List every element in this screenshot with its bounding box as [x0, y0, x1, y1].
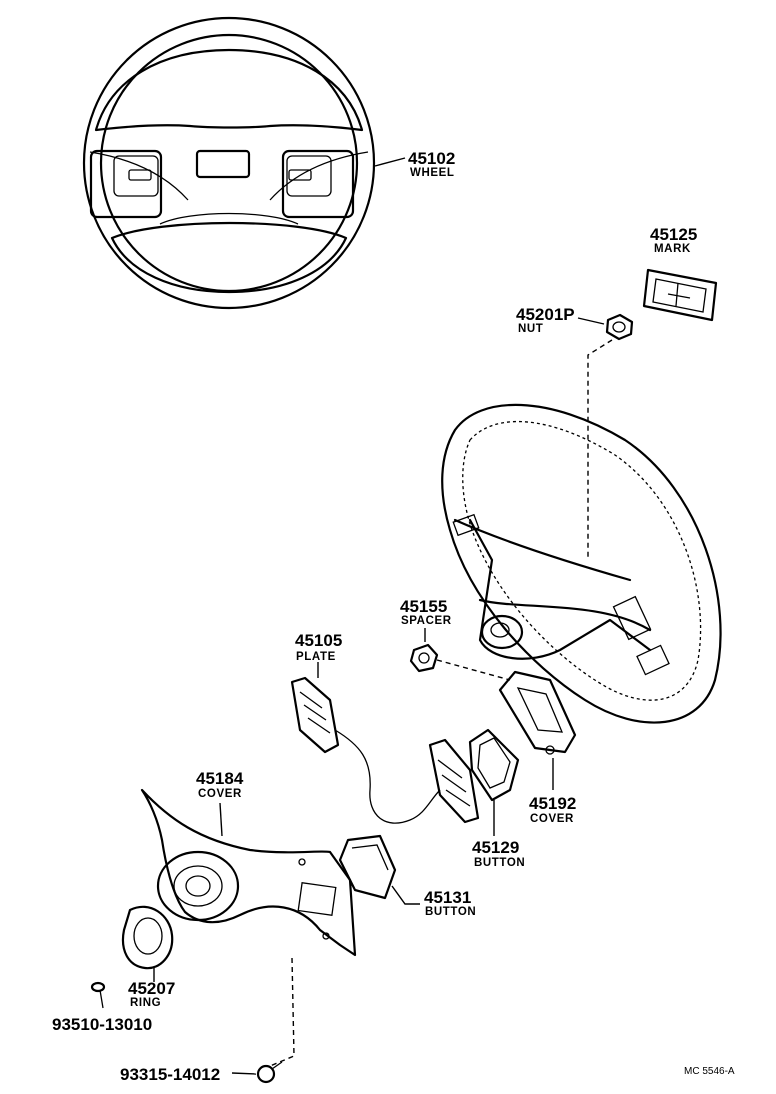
button-lower-drawing [338, 834, 397, 900]
button-upper-drawing [468, 728, 520, 802]
mark-number: 45125 [650, 225, 697, 244]
mark-drawing [642, 268, 718, 322]
nut-number: 45201P [516, 305, 575, 324]
leader-screw-large [231, 1072, 257, 1075]
ring-drawing [121, 905, 174, 970]
plate-name: PLATE [296, 651, 336, 663]
ring-name: RING [130, 997, 161, 1009]
leader-cover-large [219, 802, 223, 837]
cover-large-number: 45184 [196, 769, 244, 788]
ring-number: 45207 [128, 979, 175, 998]
button-lower-number: 45131 [424, 888, 471, 907]
cover-large-drawing [140, 788, 357, 957]
cover-small-drawing [498, 670, 577, 755]
spacer-drawing [409, 643, 439, 673]
spacer-name: SPACER [401, 615, 452, 627]
diagram-code: MC 5546-A [684, 1066, 735, 1077]
mark-name: MARK [654, 243, 691, 255]
nut-alignment-line [587, 339, 613, 560]
screw-small-drawing [90, 981, 106, 1009]
leader-wheel [374, 157, 406, 167]
plate-drawing [290, 676, 480, 824]
nut-name: NUT [518, 323, 543, 335]
screw-large-number: 93315-14012 [120, 1065, 220, 1084]
screw-large-drawing [256, 1061, 283, 1084]
wheel-number: 45102 [408, 149, 455, 168]
wheel-front-drawing [82, 16, 376, 310]
screw-large-alignment-line [269, 957, 295, 1067]
button-upper-number: 45129 [472, 838, 519, 857]
button-lower-name: BUTTON [425, 906, 476, 918]
leader-button-lower [391, 885, 420, 905]
screw-small-number: 93510-13010 [52, 1015, 152, 1034]
cover-small-number: 45192 [529, 794, 576, 813]
wheel-name: WHEEL [410, 167, 455, 179]
cover-large-name: COVER [198, 788, 242, 800]
nut-drawing [605, 313, 634, 341]
spacer-alignment-line [436, 659, 511, 681]
leader-nut [577, 317, 605, 325]
button-upper-name: BUTTON [474, 857, 525, 869]
wheel-perspective-drawing [441, 403, 722, 724]
cover-small-name: COVER [530, 813, 574, 825]
spacer-number: 45155 [400, 597, 447, 616]
plate-number: 45105 [295, 631, 342, 650]
